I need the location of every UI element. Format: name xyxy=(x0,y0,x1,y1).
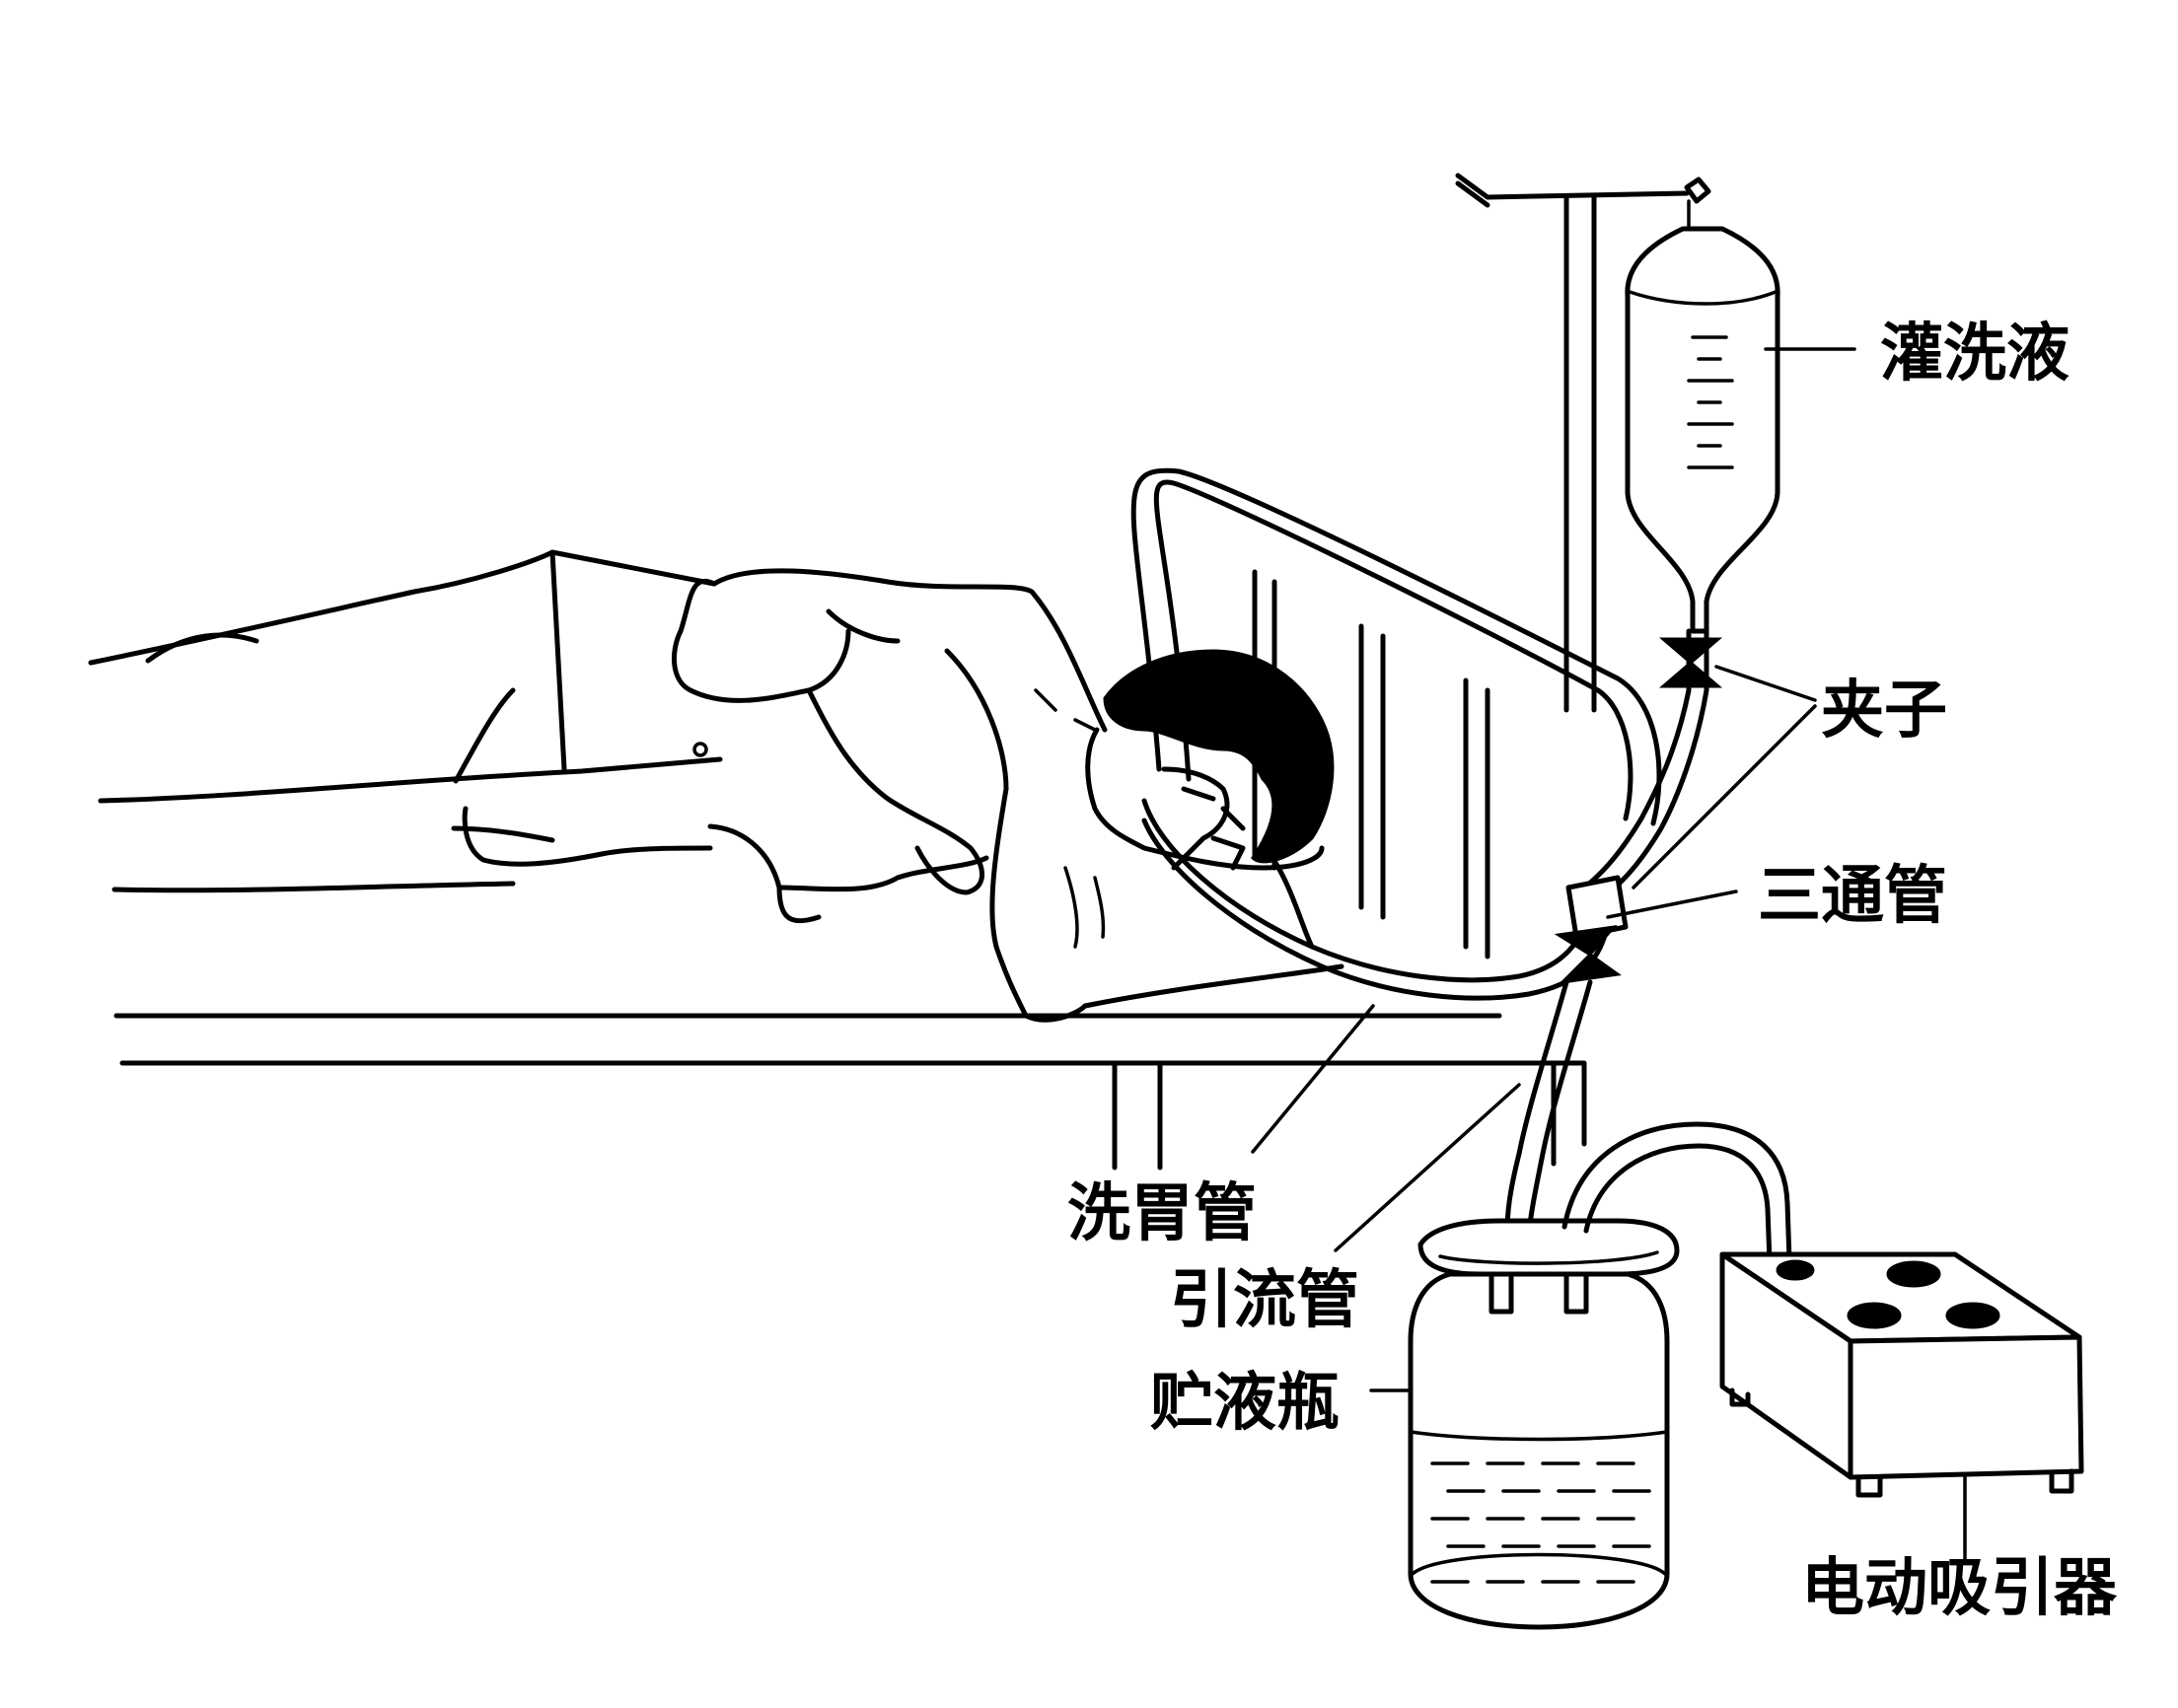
inflow-tube xyxy=(1578,631,1706,902)
label-collection-bottle: 贮液瓶 xyxy=(1150,1367,1340,1440)
label-drainage-tube: 引流管 xyxy=(1170,1264,1359,1337)
irrigation-bottle xyxy=(1628,201,1778,631)
label-irrigation-fluid: 灌洗液 xyxy=(1880,318,2069,391)
label-gastric-lavage-tube: 洗胃管 xyxy=(1067,1177,1257,1250)
patient xyxy=(91,552,1342,1020)
drainage-tube xyxy=(1507,982,1590,1233)
suction-machine xyxy=(1722,1254,2081,1495)
bed xyxy=(116,1016,1584,1168)
label-electric-suction: 电动吸引器 xyxy=(1801,1552,2118,1625)
label-three-way-tube: 三通管 xyxy=(1758,860,1947,933)
three-way-connector xyxy=(1559,878,1626,982)
collection-bottle xyxy=(1411,1221,1677,1627)
label-clamp: 夹子 xyxy=(1821,675,1947,747)
